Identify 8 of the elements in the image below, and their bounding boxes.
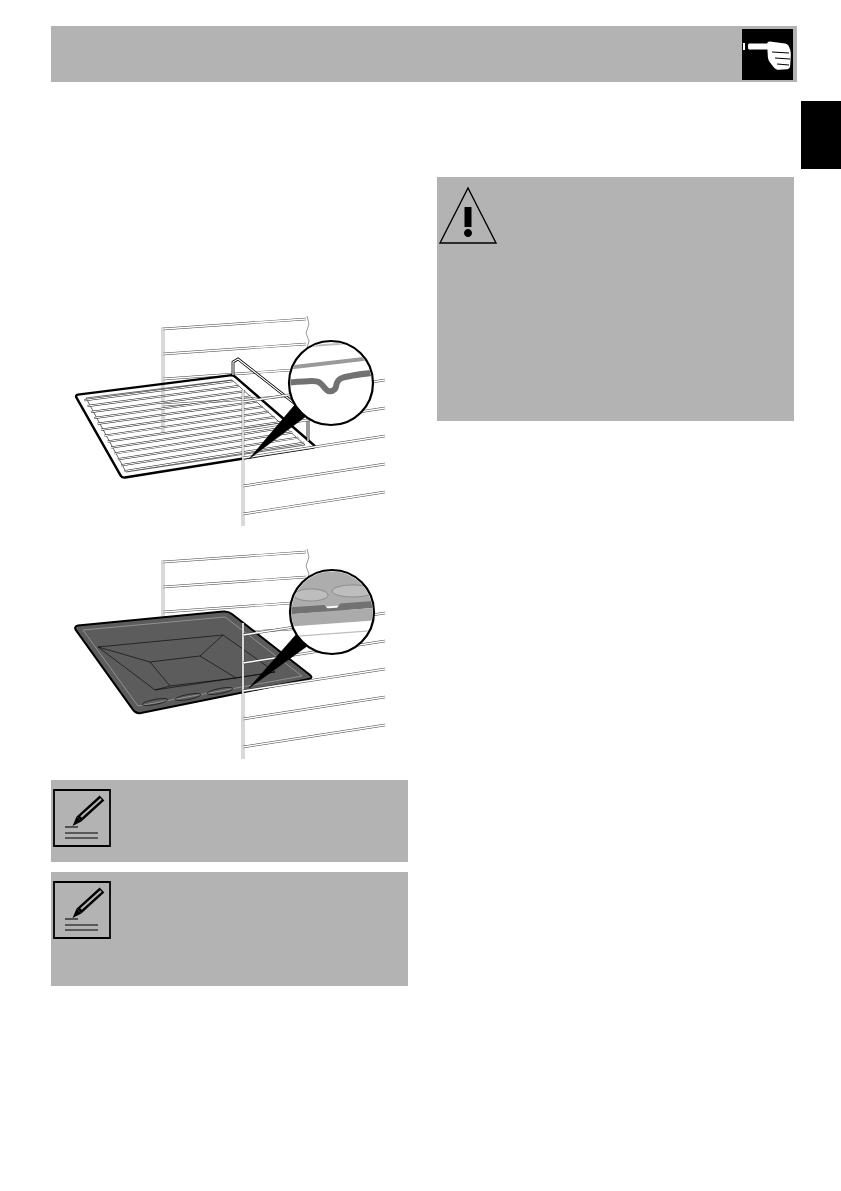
note-box [51, 872, 408, 986]
callout-pointer [248, 404, 306, 460]
warning-box [437, 177, 794, 421]
callout-pointer [248, 634, 308, 689]
note-box [51, 780, 408, 862]
magnifier-circle [287, 339, 375, 427]
header-band [51, 26, 797, 82]
magnifier-circle [288, 568, 376, 656]
